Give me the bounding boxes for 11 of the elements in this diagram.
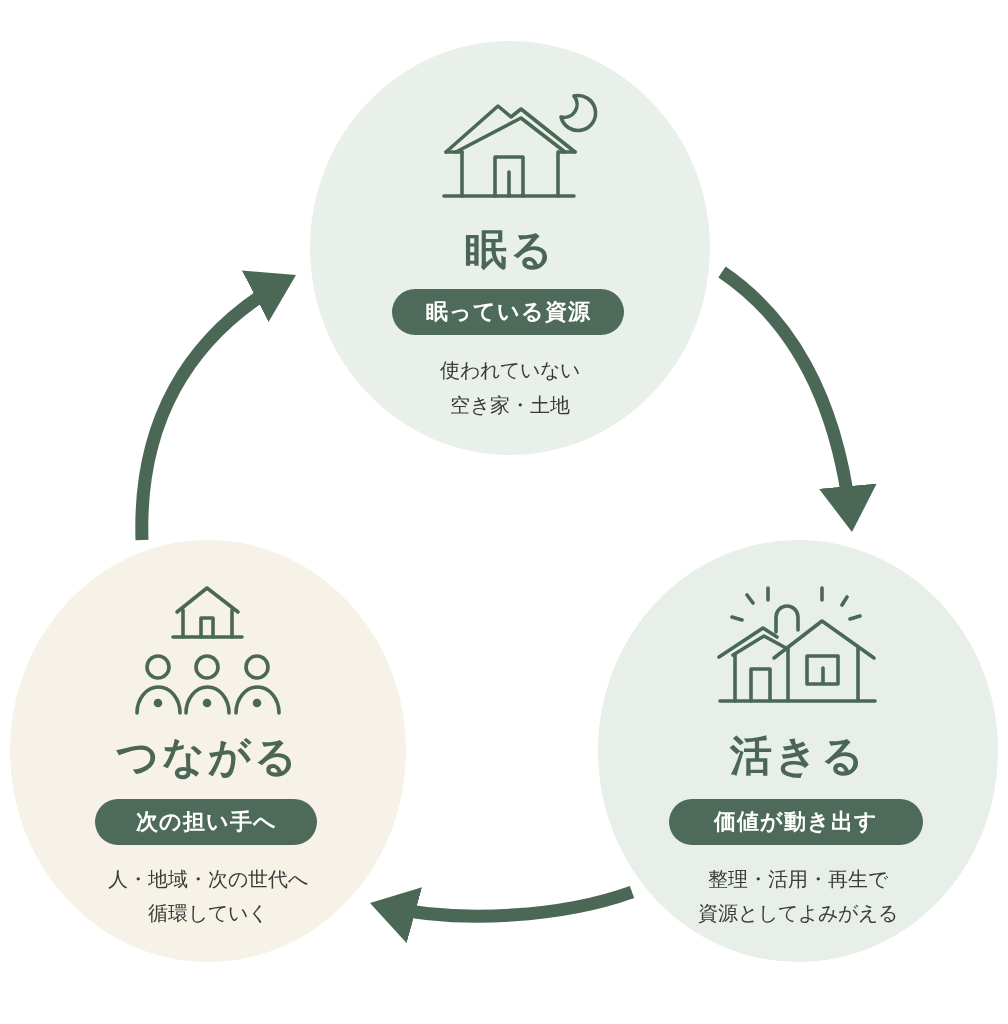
label-pill: 次の担い手へ [95, 799, 317, 845]
description-text: 整理・活用・再生で資源としてよみがえる [697, 866, 899, 927]
stage-title: つながる [115, 731, 301, 783]
stage-title: 眠る [463, 224, 557, 276]
label-pill: 価値が動き出す [669, 799, 923, 845]
description-text: 使われていない空き家・土地 [439, 357, 581, 419]
stage-title: 活きる [728, 730, 868, 782]
curved-arrow [368, 885, 634, 942]
curved-arrow [718, 266, 876, 533]
description-text: 人・地域・次の世代へ循環していく [107, 866, 309, 927]
label-pill: 眠っている資源 [392, 289, 624, 335]
